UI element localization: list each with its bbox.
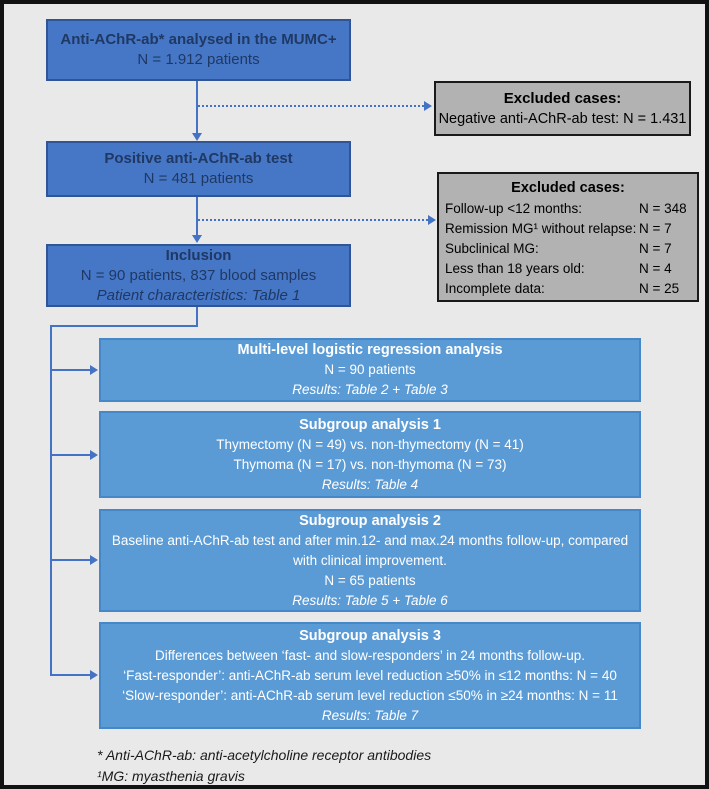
footnote-achr: * Anti-AChR-ab: anti-acetylcholine recep… [97,747,432,763]
footnotes: * Anti-AChR-ab: anti-acetylcholine recep… [97,745,432,785]
analysis1-line: N = 90 patients [324,362,416,377]
analysis4-line: ‘Fast-responder’: anti-AChR-ab serum lev… [123,667,617,683]
arrowhead-right-icon [90,670,98,680]
excluded2-row-label: Remission MG¹ without relapse: [445,221,637,236]
arrowhead-right-icon [90,450,98,460]
excluded2-row-label: Subclinical MG: [445,241,539,256]
excluded2-row-label: Less than 18 years old: [445,261,585,276]
arrowhead-down-icon [192,133,202,141]
excluded1-title: Excluded cases: [503,89,622,107]
analysis4-line: Differences between ‘fast- and slow-resp… [155,647,585,663]
box-analysed: Anti-AChR-ab* analysed in the MUMC+ N = … [46,19,351,81]
analysis2-line: Thymoma (N = 17) vs. non-thymoma (N = 73… [233,456,507,472]
connector-branch-analysis4 [52,674,90,676]
connector-branch-analysis3 [52,559,90,561]
connector-elbow-top [50,325,198,327]
arrowhead-right-icon [428,215,436,225]
analysis4-results: Results: Table 7 [321,707,419,723]
arrowhead-right-icon [90,365,98,375]
connector-branch-analysis1 [52,369,90,371]
analysis1-title: Multi-level logistic regression analysis [237,342,503,358]
box-positive-n: N = 481 patients [143,170,254,187]
box-subgroup-analysis-3: Subgroup analysis 3 Differences between … [99,622,641,729]
analysis3-results: Results: Table 5 + Table 6 [292,592,448,608]
excluded2-row-value: N = 7 [639,241,672,256]
box-inclusion-note: Patient characteristics: Table 1 [96,286,301,304]
connector-dotted-to-excluded1 [198,105,424,107]
excluded2-row-label: Incomplete data: [445,281,545,296]
excluded2-row-value: N = 25 [639,281,680,296]
box-positive-title: Positive anti-AChR-ab test [104,150,293,167]
analysis1-results: Results: Table 2 + Table 3 [292,382,448,397]
excluded2-row: Incomplete data: N = 25 [445,279,691,299]
box-inclusion-title: Inclusion [165,246,232,264]
box-subgroup-analysis-2: Subgroup analysis 2 Baseline anti-AChR-a… [99,509,641,612]
box-analysed-n: N = 1.912 patients [137,51,260,68]
analysis3-title: Subgroup analysis 2 [299,512,441,529]
analysis2-title: Subgroup analysis 1 [299,416,441,433]
connector-analysed-to-positive [196,81,198,133]
analysis3-line: Baseline anti-AChR-ab test and after min… [111,532,629,548]
analysis3-line: N = 65 patients [324,572,416,588]
excluded1-line: Negative anti-AChR-ab test: N = 1.431 [438,110,687,127]
box-subgroup-analysis-1: Subgroup analysis 1 Thymectomy (N = 49) … [99,411,641,498]
analysis4-title: Subgroup analysis 3 [299,627,441,644]
box-inclusion: Inclusion N = 90 patients, 837 blood sam… [46,244,351,307]
box-positive: Positive anti-AChR-ab test N = 481 patie… [46,141,351,197]
analysis4-line: ‘Slow-responder’: anti-AChR-ab serum lev… [122,687,618,703]
connector-dotted-to-excluded2 [198,219,428,221]
excluded2-row-value: N = 348 [639,201,687,216]
excluded2-row-label: Follow-up <12 months: [445,201,582,216]
footnote-mg: ¹MG: myasthenia gravis [97,768,245,784]
arrowhead-right-icon [424,101,432,111]
excluded2-title: Excluded cases: [511,180,625,196]
excluded2-rows: Follow-up <12 months: N = 348 Remission … [439,199,697,299]
excluded2-row: Subclinical MG: N = 7 [445,239,691,259]
box-excluded-negative: Excluded cases: Negative anti-AChR-ab te… [434,81,691,136]
analysis3-line: with clinical improvement. [293,552,447,568]
analysis2-line: Thymectomy (N = 49) vs. non-thymectomy (… [216,436,524,452]
excluded2-row-value: N = 4 [639,261,672,276]
excluded2-row: Remission MG¹ without relapse: N = 7 [445,219,691,239]
excluded2-row: Less than 18 years old: N = 4 [445,259,691,279]
analysis2-results: Results: Table 4 [321,476,419,492]
box-analysis-regression: Multi-level logistic regression analysis… [99,338,641,402]
connector-inclusion-stub [196,307,198,327]
arrowhead-right-icon [90,555,98,565]
connector-positive-to-inclusion [196,197,198,236]
box-inclusion-n: N = 90 patients, 837 blood samples [80,266,317,284]
excluded2-row-value: N = 7 [639,221,672,236]
arrowhead-down-icon [192,235,202,243]
connector-branch-analysis2 [52,454,90,456]
connector-branch-trunk [50,325,52,676]
excluded2-row: Follow-up <12 months: N = 348 [445,199,691,219]
box-analysed-title: Anti-AChR-ab* analysed in the MUMC+ [60,31,337,48]
box-excluded-followup: Excluded cases: Follow-up <12 months: N … [437,172,699,302]
